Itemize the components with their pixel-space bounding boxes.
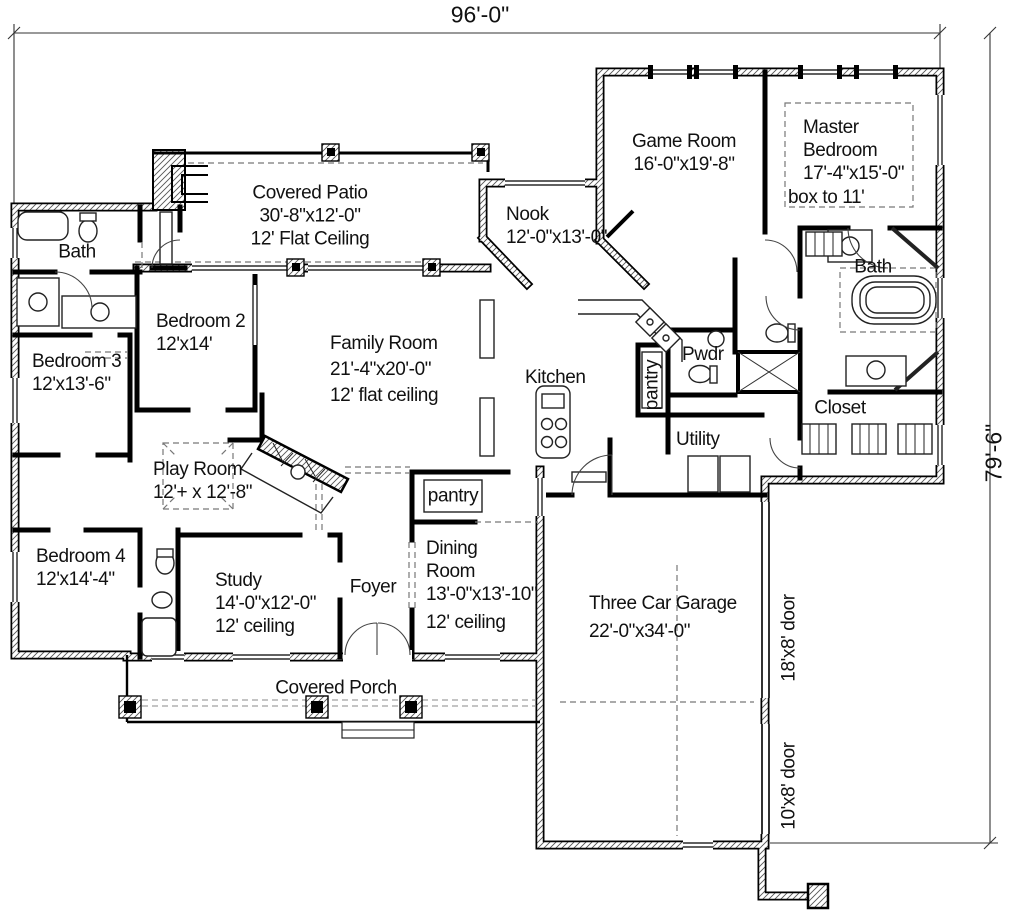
fireplace [239,434,350,514]
bath-fixtures-left [16,211,177,657]
room-label-bath-hall: Bath [58,241,96,263]
room-label-closet-master: Closet [814,397,866,419]
room-label-bedroom-4: Bedroom 4 12'x14'-4" [36,546,126,590]
door-swings [54,209,889,656]
room-label-pantry-kitchen: pantry [641,359,663,411]
room-label-kitchen: Kitchen [525,367,586,388]
room-label-foyer: Foyer [349,576,397,598]
room-label-covered-porch: Covered Porch [275,677,397,699]
annotation-garage-door-small: 10'x8' door [778,742,800,830]
master-bath-fixtures [827,226,940,392]
interior-walls [12,69,943,660]
dashed-lines [85,102,937,836]
annotation-garage-door-large: 18'x8' door [778,594,800,682]
room-label-family-room: Family Room 21'-4"x20'-0" 12' flat ceili… [330,333,439,406]
porch-edge [118,655,540,739]
room-label-study: Study 14'-0"x12'-0" 12' ceiling [215,570,317,637]
dimension-height-label: 79'-6" [980,423,1007,483]
room-note-master-bedroom: box to 11' [788,187,865,208]
room-label-nook: Nook 12'-0"x13'-0" [506,204,608,248]
room-label-covered-patio: Covered Patio 30'-8"x12'-0" 12' Flat Cei… [250,182,370,250]
room-label-game-room: Game Room 16'-0"x19'-8" [631,131,737,175]
windows [9,65,946,851]
room-label-bath-master: Bath [854,256,892,278]
kitchen-fixtures [479,299,683,459]
patio-edge [135,143,490,277]
room-label-play-room: Play Room 12'+ x 12'-8" [153,459,253,503]
room-label-bedroom-3: Bedroom 3 12'x13'-6" [32,351,122,395]
room-label-powder: Pwdr [682,344,724,365]
room-label-master-bedroom: Master Bedroom 17'-4"x15'-0" [803,117,905,184]
room-label-utility: Utility [676,429,720,450]
dimension-lines [7,24,998,850]
room-label-pantry-dining: pantry [427,485,479,507]
fixtures-middle [571,323,796,493]
linen-closet [736,350,802,394]
room-label-dining-room: Dining Room 13'-0"x13'-10" 12' ceiling [426,538,538,633]
room-label-bedroom-2: Bedroom 2 12'x14' [156,311,246,355]
dimension-width-label: 96'-0" [450,1,510,28]
closet-racks [423,231,933,513]
garage-doors [757,502,772,834]
room-label-garage: Three Car Garage 22'-0"x34'-0" [589,593,737,642]
